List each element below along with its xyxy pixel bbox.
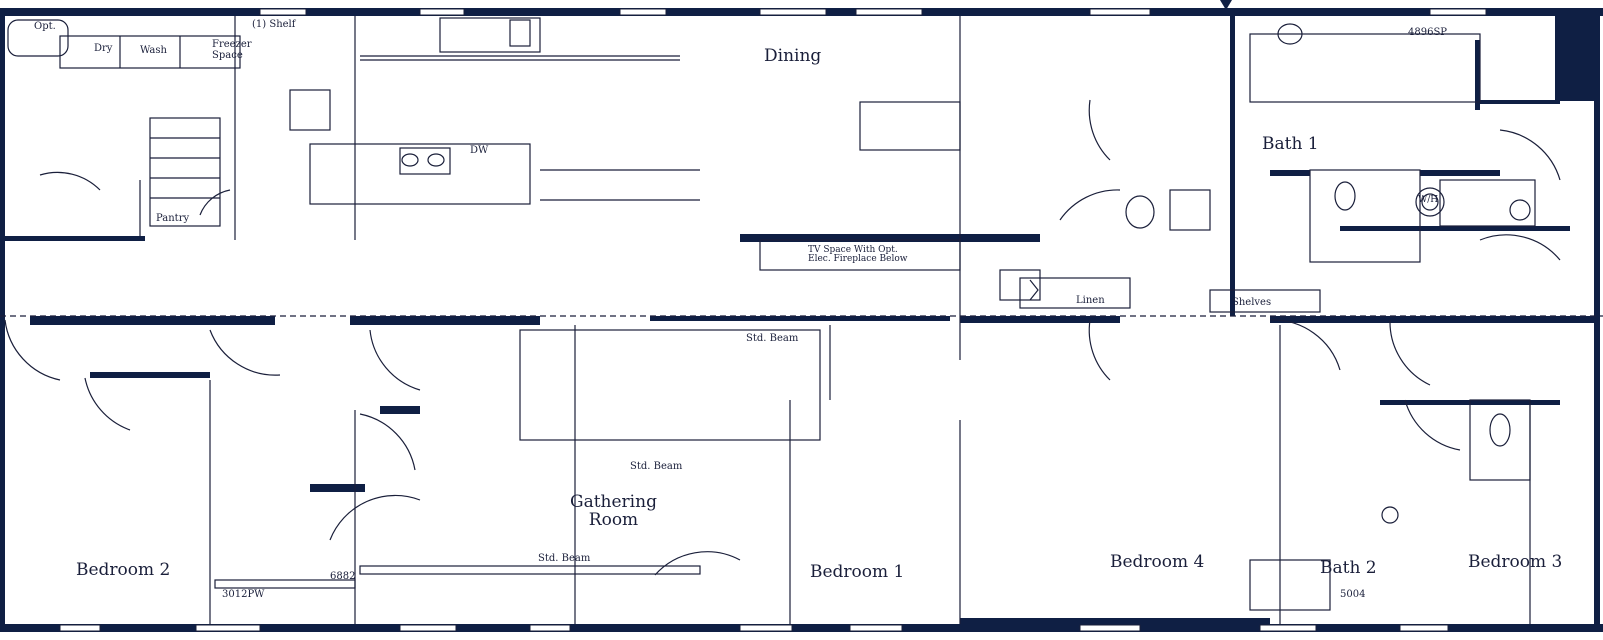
std-beam-2: Std. Beam: [630, 461, 683, 472]
window-bedroom2-label: 3012PW: [222, 589, 265, 600]
freezer-line1: Freezer: [212, 39, 252, 50]
tv-space-label: TV Space With Opt. Elec. Fireplace Below: [808, 245, 908, 265]
tub-bath2-label: 5004: [1340, 589, 1366, 600]
shelves-label: Shelves: [1232, 297, 1272, 308]
freezer-line2: Space: [212, 49, 243, 61]
room-dining: Dining: [764, 46, 822, 66]
room-bath-1: Bath 1: [1262, 134, 1319, 154]
interior-walls: [5, 16, 1595, 624]
top-marker: [1220, 0, 1232, 10]
freezer-space-label: Freezer Space: [212, 39, 252, 61]
std-beam-1: Std. Beam: [746, 333, 799, 344]
std-beam-3: Std. Beam: [538, 553, 591, 564]
room-bedroom-2: Bedroom 2: [76, 560, 171, 580]
linen-label: Linen: [1076, 295, 1105, 306]
room-bedroom-4: Bedroom 4: [1110, 552, 1205, 572]
pantry-label: Pantry: [156, 213, 190, 224]
room-gathering-line2: Room: [588, 509, 639, 530]
room-bedroom-1: Bedroom 1: [810, 562, 905, 582]
partition-lines: [0, 16, 1603, 624]
tv-space-line2: Elec. Fireplace Below: [808, 254, 908, 265]
door-swings: [4, 99, 1561, 576]
washer-label: Wash: [140, 45, 167, 56]
room-gathering-line1: Gathering: [570, 492, 657, 512]
dishwasher-label: DW: [470, 145, 489, 156]
room-gathering: Gathering Room: [570, 492, 657, 530]
opt-label: Opt.: [34, 21, 56, 32]
room-bedroom-3: Bedroom 3: [1468, 552, 1563, 572]
tub-label: 4896SP: [1408, 27, 1448, 38]
room-bath-2: Bath 2: [1320, 558, 1377, 578]
fixtures-symbols: [401, 23, 1531, 524]
window-openings: [59, 8, 1487, 632]
window-gathering-label: 6882: [330, 571, 356, 582]
water-heater-label: W/H: [1418, 195, 1439, 205]
shelf-label: (1) Shelf: [252, 19, 296, 30]
tv-space-line1: TV Space With Opt.: [808, 245, 898, 255]
dryer-label: Dry: [94, 43, 113, 54]
